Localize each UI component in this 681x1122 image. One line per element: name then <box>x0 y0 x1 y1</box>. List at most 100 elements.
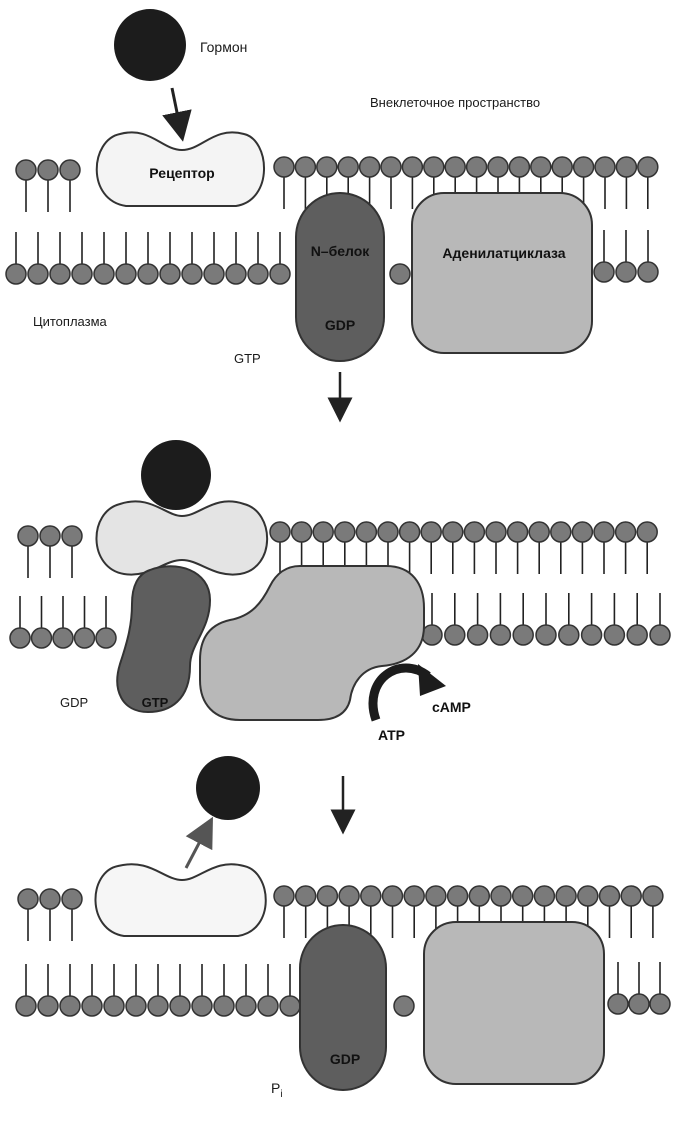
lipid-head <box>337 156 359 178</box>
lipid-head <box>52 627 74 649</box>
lipid-head <box>125 995 147 1017</box>
lipid-head <box>628 993 650 1015</box>
lipid-head <box>17 888 39 910</box>
receptor-bound <box>95 500 269 576</box>
cytoplasm-label: Цитоплазма <box>33 314 108 329</box>
gtp-label: GTP <box>234 351 261 366</box>
lipid-head <box>269 521 291 543</box>
lipid-head <box>225 263 247 285</box>
n-protein-gdp-label: GDP <box>330 1051 360 1067</box>
receptor-free <box>94 863 267 937</box>
hormone <box>141 440 211 510</box>
lipid-head <box>444 624 466 646</box>
lipid-head <box>511 885 534 907</box>
lipid-head <box>398 521 421 543</box>
lipid-head <box>466 624 489 646</box>
lipid-head <box>446 885 469 907</box>
lipid-head <box>37 159 59 181</box>
lipid-head <box>603 624 626 646</box>
n-protein <box>299 924 387 1091</box>
lipid-head <box>649 993 671 1015</box>
receptor-label: Рецептор <box>149 165 214 181</box>
lipid-head <box>528 521 550 543</box>
lipid-head <box>37 995 59 1017</box>
lipid-head <box>279 995 301 1017</box>
lipid-head <box>95 627 117 649</box>
lipid-head <box>61 888 83 910</box>
membrane-bilayer <box>9 521 671 649</box>
lipid-head <box>115 263 137 285</box>
lipid-head <box>468 885 491 907</box>
lipid-head <box>598 885 621 907</box>
lipid-head <box>401 156 424 178</box>
lipid-head <box>15 995 37 1017</box>
lipid-head <box>508 156 531 178</box>
lipid-head <box>103 995 125 1017</box>
n-protein-gtp-label: GTP <box>142 695 169 710</box>
adenylate-cyclase <box>411 192 593 354</box>
lipid-head <box>555 885 577 907</box>
lipid-head <box>487 156 509 178</box>
lipid-head <box>338 885 360 907</box>
adenylate-cyclase <box>423 921 605 1085</box>
lipid-head <box>637 261 659 283</box>
membrane-bilayer <box>15 885 671 1017</box>
lipid-head <box>420 521 442 543</box>
lipid-head <box>572 156 595 178</box>
lipid-head <box>636 521 658 543</box>
adenylate-cyclase-label: Аденилатциклаза <box>442 245 565 261</box>
lipid-head <box>593 261 615 283</box>
lipid-head <box>403 885 425 907</box>
lipid-head <box>294 885 317 907</box>
lipid-head <box>649 624 671 646</box>
arrowhead <box>418 664 446 696</box>
lipid-head <box>485 521 507 543</box>
lipid-head <box>61 525 83 547</box>
lipid-head <box>5 263 27 285</box>
lipid-head <box>463 521 486 543</box>
membrane-bilayer <box>5 156 659 285</box>
lipid-head <box>273 156 295 178</box>
lipid-head <box>533 885 556 907</box>
panel-1-inactive: Гормон Внеклеточное пространство Рецепто… <box>5 9 659 366</box>
lipid-head <box>607 993 629 1015</box>
lipid-head <box>17 525 39 547</box>
lipid-head <box>550 521 572 543</box>
lipid-head <box>334 521 356 543</box>
lipid-head <box>423 156 445 178</box>
binding-arrow <box>162 87 192 142</box>
gdp-label: GDP <box>60 695 88 710</box>
lipid-head <box>39 888 61 910</box>
n-protein-gdp-label: GDP <box>325 317 355 333</box>
lipid-head <box>147 995 169 1017</box>
lipid-head <box>594 156 616 178</box>
lipid-head <box>535 624 557 646</box>
lipid-head <box>551 156 573 178</box>
lipid-head <box>377 521 399 543</box>
adenylate-cyclase-active <box>199 565 425 721</box>
release-arrow <box>184 816 213 869</box>
lipid-head <box>577 885 599 907</box>
lipid-head <box>380 156 402 178</box>
lipid-head <box>620 885 642 907</box>
receptor <box>95 131 265 207</box>
lipid-head <box>530 156 552 178</box>
lipid-head <box>203 263 225 285</box>
lipid-head <box>637 156 659 178</box>
lipid-head <box>30 627 53 649</box>
lipid-head <box>421 624 443 646</box>
extracellular-label: Внеклеточное пространство <box>370 95 540 110</box>
hormone-label: Гормон <box>200 39 247 55</box>
lipid-head <box>444 156 466 178</box>
lipid-head <box>159 263 181 285</box>
lipid-head <box>39 525 61 547</box>
lipid-head <box>235 995 257 1017</box>
lipid-head <box>213 995 235 1017</box>
lipid-head <box>191 995 213 1017</box>
panel-3-reset: GDP Pi <box>15 756 671 1100</box>
lipid-head <box>137 263 159 285</box>
lipid-head <box>389 263 411 285</box>
lipid-head <box>358 156 381 178</box>
lipid-head <box>442 521 464 543</box>
